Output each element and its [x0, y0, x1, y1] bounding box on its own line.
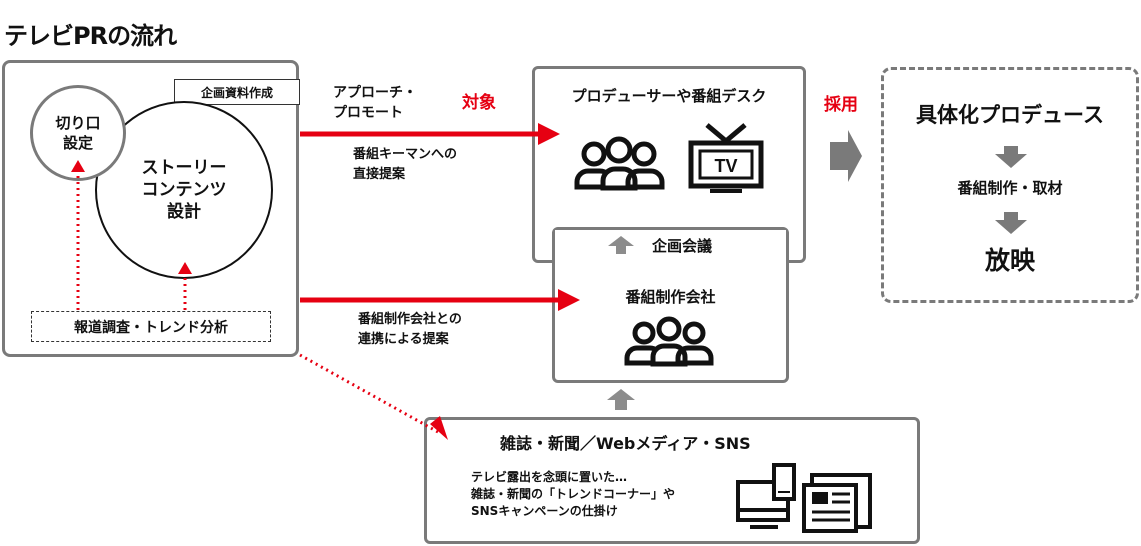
producer-title: プロデューサーや番組デスク	[571, 87, 767, 105]
result-box	[881, 67, 1139, 303]
tv-icon: TV	[688, 123, 764, 193]
media-line-3: SNSキャンペーンの仕掛け	[471, 504, 618, 518]
down-arrow-1	[995, 146, 1027, 168]
direct-pitch-label: 番組キーマンへの 直接提案	[353, 145, 457, 185]
research-to-angle-arrow	[71, 160, 85, 310]
approach-line-1: アプローチ・	[333, 85, 417, 101]
approach-arrow	[300, 123, 560, 145]
research-box: 報道調査・トレンド分析	[31, 311, 271, 342]
angle-line-1: 切り口	[55, 114, 101, 132]
newspaper-icon	[802, 473, 872, 533]
meeting-bar	[555, 230, 786, 262]
planning-doc-label: 企画資料作成	[174, 79, 300, 105]
meeting-label: 企画会議	[652, 237, 713, 255]
story-line-3: 設計	[167, 202, 201, 222]
result-step2: 放映	[984, 246, 1035, 275]
media-line-2: 雑誌・新聞の「トレンドコーナー」や	[471, 487, 676, 501]
story-line-1: ストーリー	[141, 158, 227, 178]
production-company-title: 番組制作会社	[625, 288, 716, 306]
media-description: テレビ露出を念頭に置いた… 雑誌・新聞の「トレンドコーナー」や SNSキャンペー…	[471, 469, 675, 520]
adopt-arrow	[830, 130, 862, 182]
story-line-2: コンテンツ	[141, 180, 227, 200]
approach-line-2: プロモート	[333, 105, 403, 121]
media-line-1: テレビ露出を念頭に置いた…	[471, 470, 628, 484]
company-pitch-line-2: 連携による提案	[358, 332, 449, 347]
up-arrow-media	[607, 389, 635, 410]
people-icon	[574, 136, 665, 191]
research-to-story-arrow	[178, 262, 192, 310]
result-title: 具体化プロデュース	[916, 103, 1104, 127]
down-arrow-2	[995, 212, 1027, 234]
media-box	[424, 417, 920, 544]
adopted-label: 採用	[824, 95, 858, 115]
company-pitch-line-1: 番組制作会社との	[358, 312, 462, 327]
company-pitch-label: 番組制作会社との 連携による提案	[358, 310, 462, 350]
page-title: テレビPRの流れ	[4, 22, 177, 50]
direct-pitch-line-1: 番組キーマンへの	[353, 147, 458, 162]
approach-label: アプローチ・ プロモート	[333, 83, 417, 123]
result-step1: 番組制作・取材	[957, 179, 1063, 197]
devices-icon	[736, 463, 796, 529]
tv-text: TV	[714, 156, 737, 176]
target-label: 対象	[462, 93, 496, 113]
people-icon-company	[624, 316, 714, 367]
direct-pitch-line-2: 直接提案	[353, 167, 406, 182]
company-arrow	[300, 289, 580, 311]
media-title: 雑誌・新聞／Webメディア・SNS	[500, 434, 751, 453]
media-arrow	[299, 353, 448, 440]
planning-doc-text: 企画資料作成	[200, 85, 273, 100]
research-text: 報道調査・トレンド分析	[74, 319, 228, 336]
up-arrow-meeting	[608, 236, 634, 254]
angle-line-2: 設定	[62, 134, 93, 152]
